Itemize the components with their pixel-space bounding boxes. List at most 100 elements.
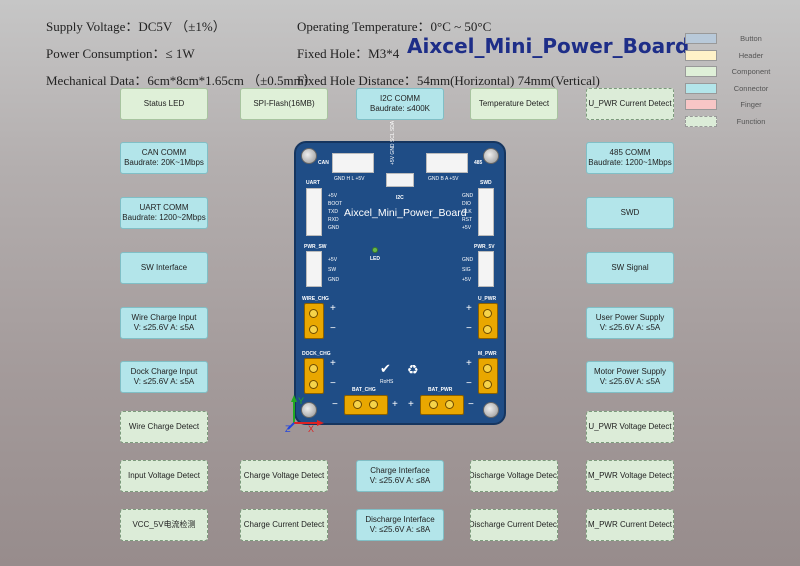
box-label: VCC_5V电流检测 xyxy=(132,520,196,529)
spec-fixed-hole-distance: Fixed Hole Distance：54mm(Horizontal) 74m… xyxy=(297,73,600,88)
box-label: Input Voltage Detect xyxy=(127,471,201,480)
silk-can: CAN xyxy=(318,160,329,166)
bat-chg-connector[interactable] xyxy=(344,395,388,415)
m-pwr-minus: − xyxy=(466,378,472,389)
box-charge-current-detect[interactable]: Charge Current Detect xyxy=(240,509,328,541)
box-m-pwr-current-detect[interactable]: M_PWR Current Detect xyxy=(586,509,674,541)
box-spec: Baudrate: 20K~1Mbps xyxy=(124,158,204,167)
mounting-hole xyxy=(483,402,499,418)
uart-connector[interactable] xyxy=(306,188,322,236)
box-u-pwr-current-detect[interactable]: U_PWR Current Detect xyxy=(586,88,674,120)
spec-fixed-hole: Fixed Hole：M3*4 xyxy=(297,46,400,61)
silk-uart-pin: GND xyxy=(328,225,340,231)
swd-connector[interactable] xyxy=(478,188,494,236)
box-spec: V: ≤25.6V A: ≤5A xyxy=(133,377,195,386)
box-label: Status LED xyxy=(143,99,185,108)
mounting-hole xyxy=(483,148,499,164)
silk-pwr-sw: PWR_SW xyxy=(304,244,327,250)
axis-gizmo xyxy=(287,395,324,430)
status-led xyxy=(372,247,378,253)
i2c-connector[interactable] xyxy=(386,173,414,187)
box-sw-signal[interactable]: SW Signal xyxy=(586,252,674,284)
silk-uart-pin: TXD xyxy=(328,209,338,215)
silk-wire-chg: WIRE_CHG xyxy=(302,296,329,302)
box-label: SPI-Flash(16MB) xyxy=(253,99,315,108)
legend-item: Function xyxy=(685,115,795,127)
legend-item: Button xyxy=(685,33,795,44)
box-discharge-voltage-detect[interactable]: Discharge Voltage Detect xyxy=(470,460,558,492)
box-swd[interactable]: SWD xyxy=(586,197,674,229)
silk-m-pwr: M_PWR xyxy=(478,351,497,357)
legend-swatch xyxy=(685,66,717,77)
silk-uart-pin: BOOT xyxy=(328,201,343,207)
box-charge-voltage-detect[interactable]: Charge Voltage Detect xyxy=(240,460,328,492)
u-pwr-minus: − xyxy=(466,323,472,334)
checkmark-icon: ✔ xyxy=(380,362,391,377)
mounting-hole xyxy=(301,402,317,418)
board-title: Aixcel_Mini_Power_Board xyxy=(344,207,467,219)
bat-pwr-connector[interactable] xyxy=(420,395,464,415)
legend-swatch xyxy=(685,115,717,127)
silk-rohs: RoHS xyxy=(380,379,394,385)
wire-chg-connector[interactable] xyxy=(304,303,324,339)
box-label: Temperature Detect xyxy=(478,99,550,108)
box-label: Charge Interface xyxy=(370,466,430,475)
box-label: UART COMM xyxy=(139,203,189,212)
legend-item: Connector xyxy=(685,82,795,94)
can-connector[interactable] xyxy=(332,153,374,173)
axis-z-label: Z xyxy=(285,424,291,434)
pwr-5v-connector[interactable] xyxy=(478,251,494,287)
box-label: User Power Supply xyxy=(595,313,665,322)
box-vcc-5v-current-detect[interactable]: VCC_5V电流检测 xyxy=(120,509,208,541)
silk-pwr-sw-pin: SW xyxy=(328,267,337,273)
box-spec: V: ≤25.6V A: ≤5A xyxy=(599,323,661,332)
spec-supply-voltage: Supply Voltage：DC5V （±1%） xyxy=(46,19,226,34)
box-label: U_PWR Voltage Detect xyxy=(588,422,672,431)
box-m-pwr-voltage-detect[interactable]: M_PWR Voltage Detect xyxy=(586,460,674,492)
box-wire-charge-detect[interactable]: Wire Charge Detect xyxy=(120,411,208,443)
spec-power-consumption: Power Consumption：≤ 1W xyxy=(46,46,195,61)
axis-y-label: Y xyxy=(298,396,305,406)
legend-item: Component xyxy=(685,66,795,77)
legend-label: Finger xyxy=(740,100,762,109)
box-discharge-current-detect[interactable]: Discharge Current Detect xyxy=(470,509,558,541)
box-label: Motor Power Supply xyxy=(593,367,667,376)
box-sw-interface[interactable]: SW Interface xyxy=(120,252,208,284)
silk-swd: SWD xyxy=(480,180,492,186)
box-label: 485 COMM xyxy=(609,148,651,157)
box-status-led[interactable]: Status LED xyxy=(120,88,208,120)
bat-chg-plus: + xyxy=(392,399,398,410)
silk-swd-pin: GND xyxy=(462,193,474,199)
dock-chg-minus: − xyxy=(330,378,336,389)
box-temperature-detect[interactable]: Temperature Detect xyxy=(470,88,558,120)
silk-bat-pwr: BAT_PWR xyxy=(428,387,453,393)
box-u-pwr-voltage-detect[interactable]: U_PWR Voltage Detect xyxy=(586,411,674,443)
legend-item: Finger xyxy=(685,99,795,110)
u-pwr-connector[interactable] xyxy=(478,303,498,339)
silk-pwr-5v-pin: +5V xyxy=(462,277,472,283)
silk-i2c-pins: +5V GND SCL SDA xyxy=(390,120,396,165)
wire-chg-plus: + xyxy=(330,303,336,314)
box-input-voltage-detect[interactable]: Input Voltage Detect xyxy=(120,460,208,492)
silk-pwr-sw-pin: GND xyxy=(328,277,340,283)
m-pwr-connector[interactable] xyxy=(478,358,498,394)
box-label: Wire Charge Input xyxy=(131,313,197,322)
legend-label: Function xyxy=(736,116,766,126)
box-spec: V: ≤25.6V A: ≤8A xyxy=(369,476,431,485)
box-spi-flash[interactable]: SPI-Flash(16MB) xyxy=(240,88,328,120)
485-connector[interactable] xyxy=(426,153,468,173)
dock-chg-connector[interactable] xyxy=(304,358,324,394)
box-label: Wire Charge Detect xyxy=(128,422,200,431)
pwr-sw-connector[interactable] xyxy=(306,251,322,287)
box-label: Discharge Interface xyxy=(365,515,435,524)
